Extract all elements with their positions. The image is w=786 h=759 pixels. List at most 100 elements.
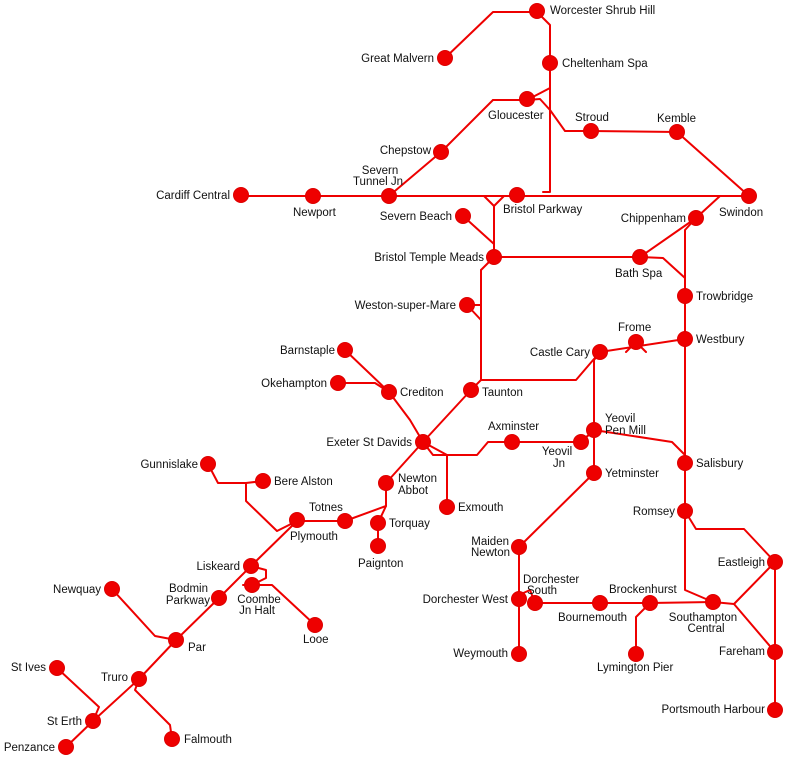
station-brockenhurst[interactable]: Brockenhurst — [609, 584, 678, 611]
station-label: Bere Alston — [274, 476, 333, 488]
station-label: Central — [687, 623, 724, 635]
station-plymouth[interactable]: Plymouth — [289, 512, 338, 544]
route-line — [344, 349, 390, 393]
station-dot — [455, 208, 471, 224]
station-axminster[interactable]: Axminster — [488, 421, 539, 450]
route-line — [470, 269, 482, 391]
station-bournemouth[interactable]: Bournemouth — [558, 595, 627, 625]
station-yetminster[interactable]: Yetminster — [586, 465, 660, 481]
station-label: Jn Halt — [239, 605, 276, 617]
station-dorchester-west[interactable]: Dorchester West — [423, 591, 527, 607]
station-dot — [233, 187, 249, 203]
station-dot — [330, 375, 346, 391]
station-looe[interactable]: Looe — [303, 617, 329, 647]
station-label: Axminster — [488, 421, 539, 433]
station-torquay[interactable]: Torquay — [370, 515, 431, 531]
station-castle-cary[interactable]: Castle Cary — [530, 344, 608, 360]
station-label: Gunnislake — [140, 459, 198, 471]
station-bristol-parkway[interactable]: Bristol Parkway — [503, 187, 582, 217]
station-severn-beach[interactable]: Severn Beach — [380, 208, 471, 224]
station-exeter-st-davids[interactable]: Exeter St Davids — [326, 434, 431, 450]
station-trowbridge[interactable]: Trowbridge — [677, 288, 754, 304]
station-frome[interactable]: Frome — [618, 322, 651, 350]
station-exmouth[interactable]: Exmouth — [439, 499, 504, 515]
station-dot — [437, 50, 453, 66]
station-label: Bristol Temple Meads — [374, 252, 484, 264]
station-dot — [337, 513, 353, 529]
route-line — [695, 195, 750, 219]
station-weston-super-mare[interactable]: Weston-super-Mare — [355, 297, 475, 313]
station-gunnislake[interactable]: Gunnislake — [140, 456, 216, 472]
station-liskeard[interactable]: Liskeard — [197, 558, 259, 574]
station-dot — [705, 594, 721, 610]
station-dot — [573, 434, 589, 450]
station-chippenham[interactable]: Chippenham — [621, 210, 704, 226]
station-bristol-temple-meads[interactable]: Bristol Temple Meads — [374, 249, 502, 265]
station-dot — [592, 595, 608, 611]
station-stroud[interactable]: Stroud — [575, 112, 609, 139]
station-great-malvern[interactable]: Great Malvern — [361, 50, 453, 66]
station-label: Exmouth — [458, 502, 503, 514]
station-dot — [307, 617, 323, 633]
station-swindon[interactable]: Swindon — [719, 188, 763, 220]
route-line — [480, 338, 686, 381]
station-bere-alston[interactable]: Bere Alston — [255, 473, 333, 489]
station-dot — [529, 3, 545, 19]
station-salisbury[interactable]: Salisbury — [677, 455, 744, 471]
station-gloucester[interactable]: Gloucester — [488, 91, 544, 123]
route-line — [65, 520, 298, 748]
station-dot — [741, 188, 757, 204]
station-barnstaple[interactable]: Barnstaple — [280, 342, 353, 358]
station-bath-spa[interactable]: Bath Spa — [615, 249, 663, 281]
station-lymington-pier[interactable]: Lymington Pier — [597, 646, 673, 675]
station-st-erth[interactable]: St Erth — [47, 713, 101, 729]
station-taunton[interactable]: Taunton — [463, 382, 523, 400]
station-dot — [767, 644, 783, 660]
station-fareham[interactable]: Fareham — [719, 644, 783, 660]
station-cheltenham-spa[interactable]: Cheltenham Spa — [542, 55, 649, 71]
station-dot — [592, 344, 608, 360]
station-okehampton[interactable]: Okehampton — [261, 375, 346, 391]
station-penzance[interactable]: Penzance — [4, 739, 74, 755]
station-portsmouth-harbour[interactable]: Portsmouth Harbour — [661, 702, 783, 718]
route-line — [245, 482, 298, 532]
station-dot — [381, 188, 397, 204]
station-dot — [131, 671, 147, 687]
station-truro[interactable]: Truro — [101, 671, 147, 687]
station-weymouth[interactable]: Weymouth — [453, 646, 527, 662]
station-label: St Erth — [47, 716, 82, 728]
station-falmouth[interactable]: Falmouth — [164, 731, 232, 747]
station-chepstow[interactable]: Chepstow — [380, 144, 449, 160]
station-crediton[interactable]: Crediton — [381, 384, 444, 400]
station-newport[interactable]: Newport — [293, 188, 337, 220]
station-cardiff-central[interactable]: Cardiff Central — [156, 187, 249, 203]
station-romsey[interactable]: Romsey — [633, 503, 693, 519]
station-label: Bath Spa — [615, 268, 663, 280]
station-label: Westbury — [696, 334, 745, 346]
route-line — [684, 510, 776, 563]
station-label: Liskeard — [197, 561, 240, 573]
station-westbury[interactable]: Westbury — [677, 331, 745, 347]
station-newquay[interactable]: Newquay — [53, 581, 120, 597]
station-totnes[interactable]: Totnes — [309, 502, 353, 529]
station-label: Barnstaple — [280, 345, 335, 357]
station-st-ives[interactable]: St Ives — [11, 660, 65, 676]
station-worcester-shrub-hill[interactable]: Worcester Shrub Hill — [529, 3, 656, 19]
station-kemble[interactable]: Kemble — [657, 113, 696, 140]
station-label: Newton — [398, 473, 437, 485]
station-eastleigh[interactable]: Eastleigh — [718, 554, 783, 570]
station-par[interactable]: Par — [168, 632, 207, 655]
station-label: Castle Cary — [530, 347, 590, 359]
station-label: Kemble — [657, 113, 696, 125]
station-dot — [511, 591, 527, 607]
station-paignton[interactable]: Paignton — [358, 538, 403, 571]
